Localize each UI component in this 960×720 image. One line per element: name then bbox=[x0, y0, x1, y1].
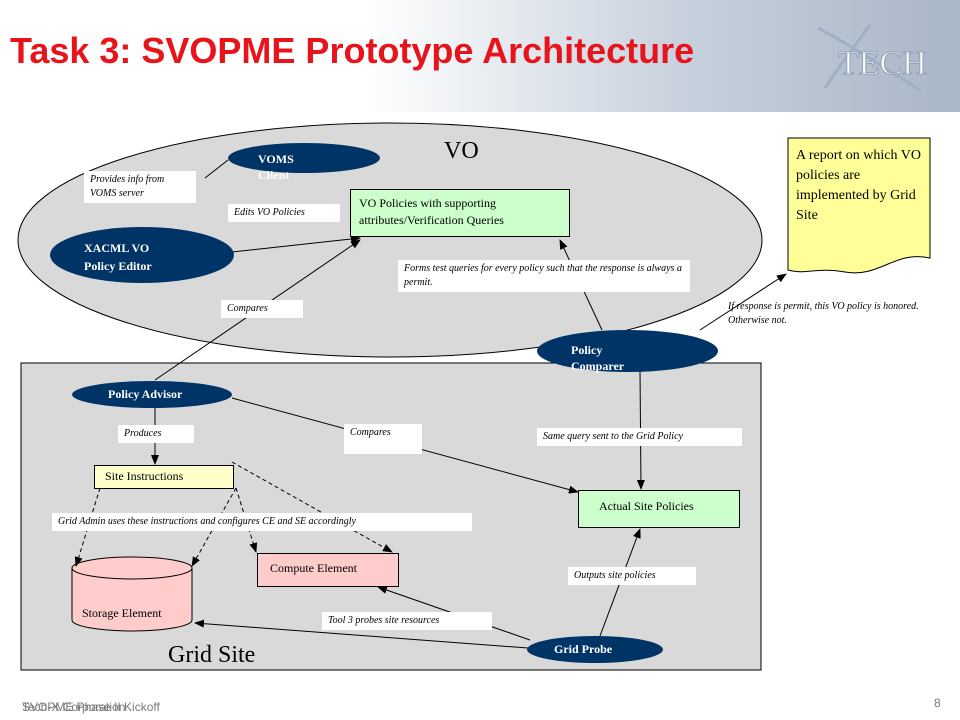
policy-comparer-node: Policy Comparer bbox=[537, 330, 718, 373]
xacml-vo-policy-editor-node: XACML VO Policy Editor bbox=[50, 227, 234, 283]
edits-vo-policies-note: Edits VO Policies bbox=[228, 204, 340, 222]
if-response-permit-note: If response is permit, this VO policy is… bbox=[728, 301, 919, 326]
page-number: 8 bbox=[934, 696, 941, 710]
storage-element-cylinder bbox=[71, 556, 193, 632]
grid-probe-node: Grid Probe bbox=[527, 636, 663, 663]
outputs-site-policies-note: Outputs site policies bbox=[568, 567, 696, 585]
slide-header bbox=[0, 0, 960, 112]
report-text: A report on which VO policies are implem… bbox=[796, 148, 921, 223]
site-instructions-box: Site Instructions bbox=[94, 465, 234, 489]
comparer-to-report-arrow bbox=[699, 273, 787, 331]
compares-upper-note: Compares bbox=[221, 300, 303, 318]
provides-info-note: Provides info from VOMS server bbox=[84, 171, 196, 203]
instructions-to-compute-dashed-2 bbox=[231, 461, 393, 553]
editor-to-vo-policies-arrow bbox=[231, 235, 361, 253]
grid-site-label: Grid Site bbox=[168, 642, 256, 668]
footer-title: SVOPME Phase II Kickoff bbox=[22, 700, 160, 714]
storage-element-label: Storage Element bbox=[82, 606, 162, 620]
compute-element-box: Compute Element bbox=[257, 553, 399, 587]
policy-advisor-node: Policy Advisor bbox=[72, 381, 232, 408]
report-document-shape bbox=[787, 137, 931, 274]
vo-label: VO bbox=[444, 138, 479, 164]
voms-to-editor-line bbox=[204, 159, 229, 179]
tool3-probes-note: Tool 3 probes site resources bbox=[322, 612, 492, 630]
probe-to-storage-arrow bbox=[194, 619, 529, 649]
vo-policies-box: VO Policies with supporting attributes/V… bbox=[350, 189, 570, 237]
logo-text: TECH bbox=[838, 45, 927, 82]
slide-title: Task 3: SVOPME Prototype Architecture bbox=[10, 30, 695, 71]
same-query-note: Same query sent to the Grid Policy bbox=[537, 428, 742, 446]
actual-site-policies-box: Actual Site Policies bbox=[578, 490, 740, 528]
tech-x-logo: TECH bbox=[810, 20, 955, 95]
xacml-editor-label-line1: XACML VO bbox=[84, 241, 150, 255]
policy-comparer-label: Policy Comparer bbox=[571, 343, 625, 373]
footer-organization: Tech-X Corporation bbox=[22, 700, 126, 714]
forms-test-queries-note: Forms test queries for every policy such… bbox=[398, 260, 690, 292]
voms-client-node: VOMS Client bbox=[228, 143, 380, 182]
produces-note: Produces bbox=[118, 425, 194, 443]
vo-ellipse bbox=[17, 122, 763, 358]
compares-lower-note: Compares bbox=[344, 424, 422, 454]
voms-client-label: VOMS Client bbox=[258, 152, 294, 182]
xacml-editor-label-line2: Policy Editor bbox=[84, 259, 152, 273]
grid-admin-note: Grid Admin uses these instructions and c… bbox=[52, 513, 472, 531]
